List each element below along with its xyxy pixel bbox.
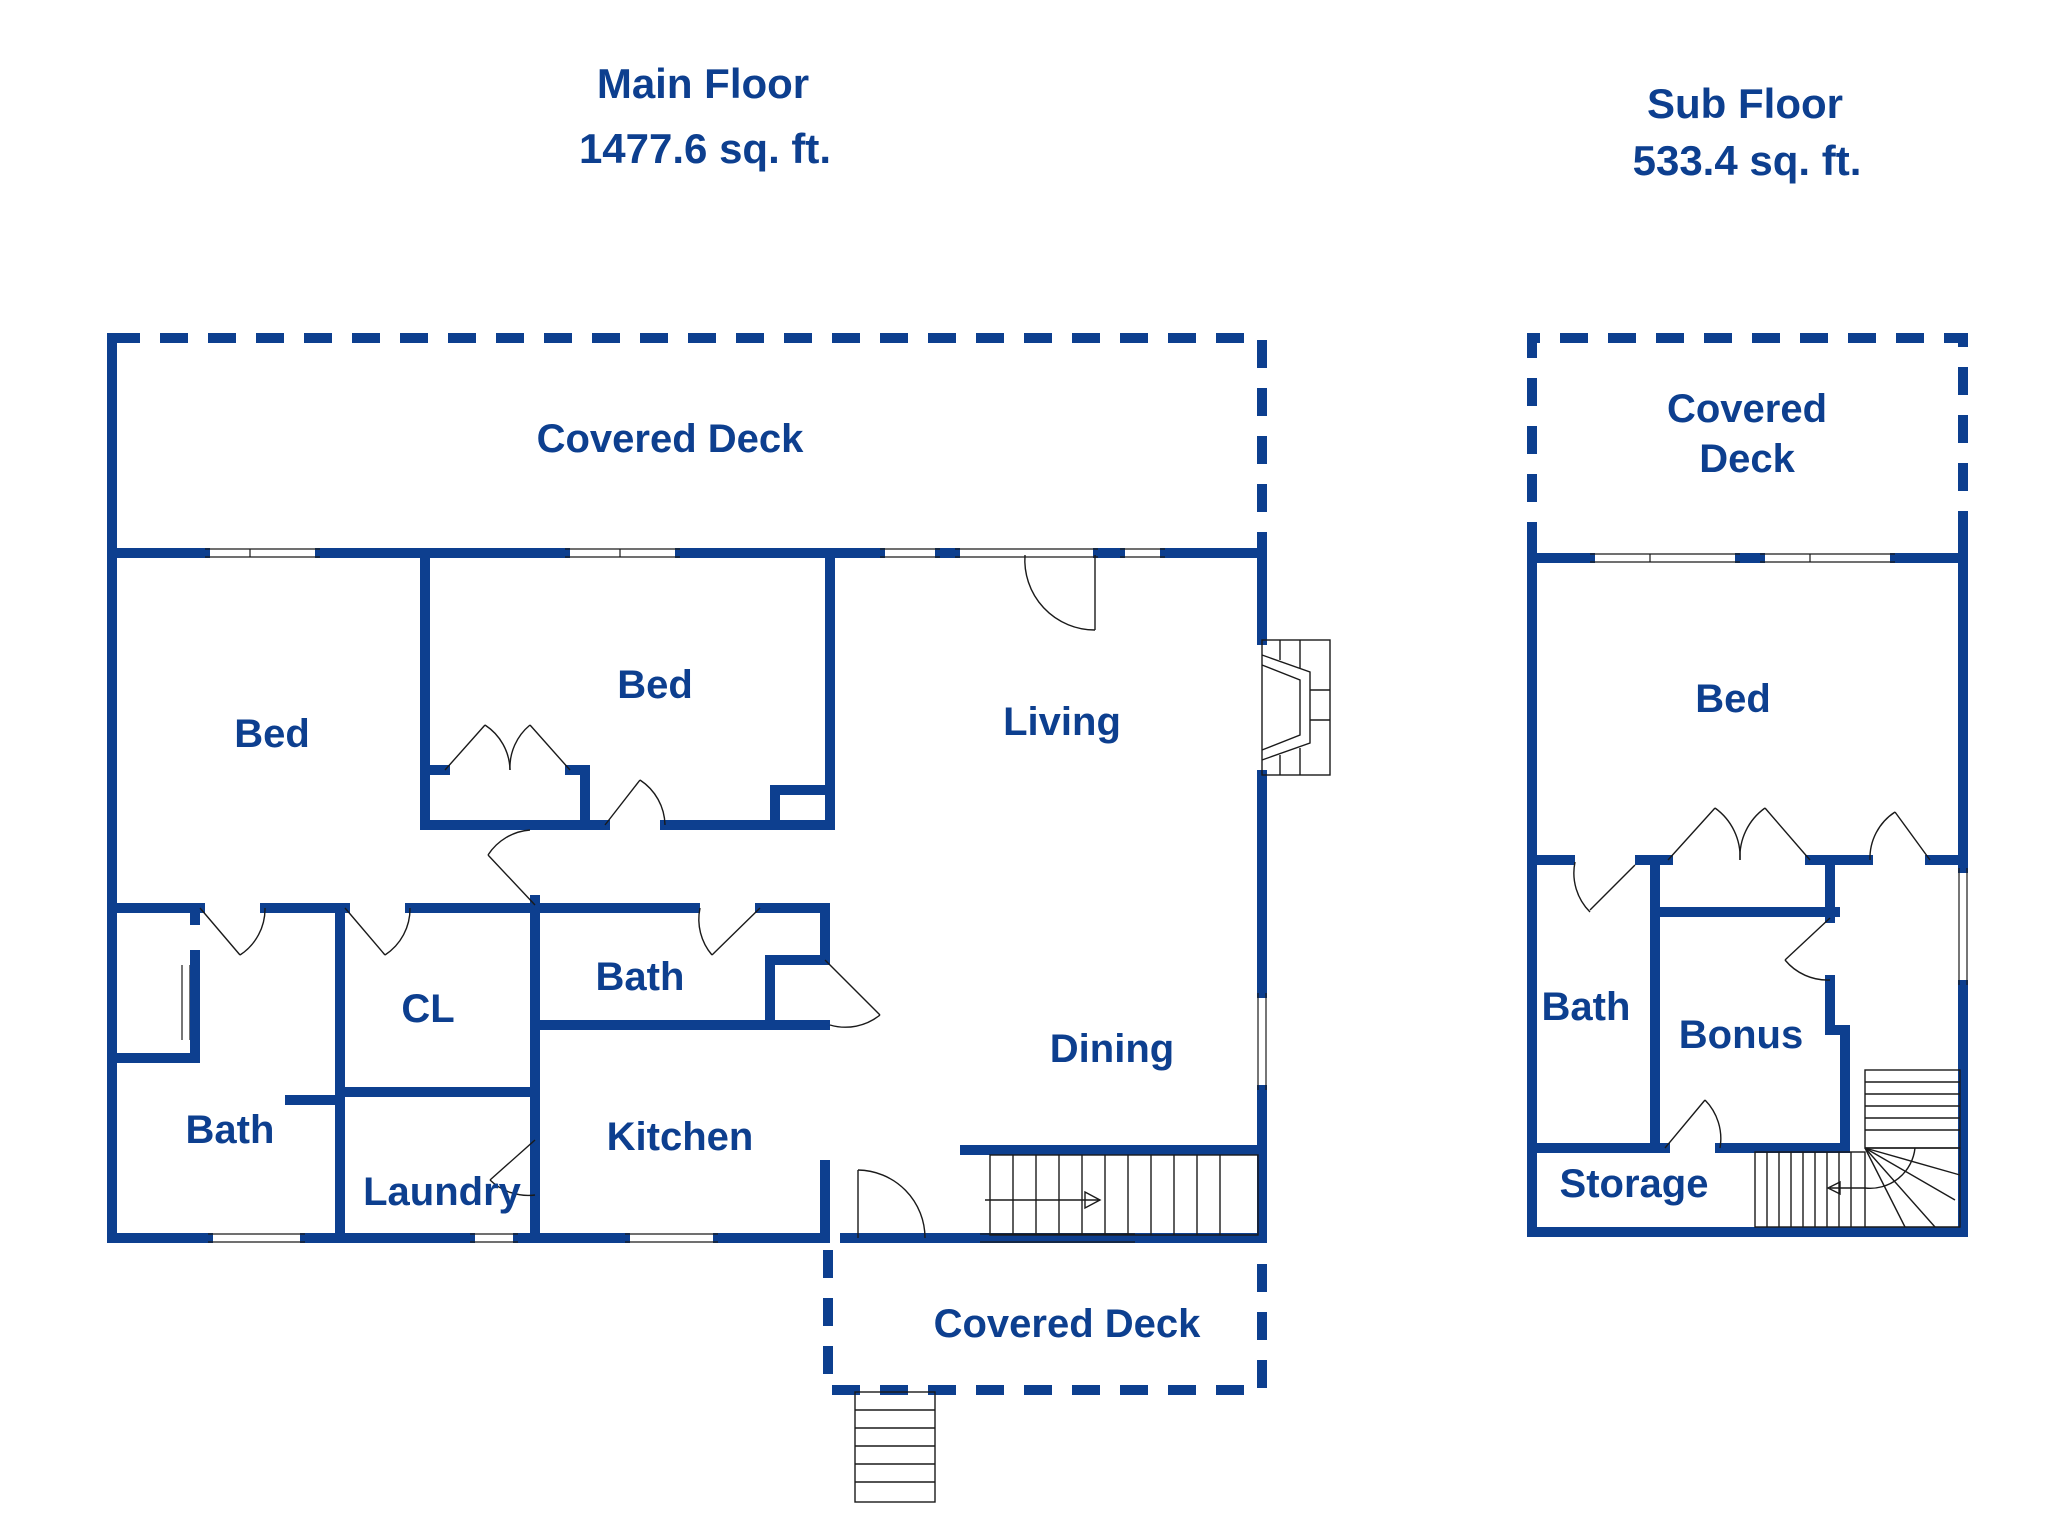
sub-label-storage: Storage	[1560, 1162, 1709, 1206]
room-label-bed-center: Bed	[617, 663, 693, 707]
entry-steps	[854, 1391, 936, 1503]
sub-interior-walls	[1527, 855, 1968, 1153]
main-exterior-walls	[107, 333, 1267, 1243]
sub-windows	[1590, 553, 1968, 985]
sub-deck-outline	[1527, 333, 1968, 550]
room-label-covered-deck-bottom: Covered Deck	[934, 1302, 1202, 1346]
sub-label-covered: Covered	[1667, 387, 1827, 431]
sub-label-bonus: Bonus	[1679, 1013, 1803, 1057]
sub-doors	[1573, 807, 1931, 1149]
room-label-living: Living	[1003, 700, 1121, 744]
sub-exterior-walls	[1527, 535, 1968, 1237]
room-label-bath-center: Bath	[596, 955, 685, 999]
main-windows	[181, 548, 1267, 1243]
main-deck-bottom-outline	[823, 1250, 1267, 1395]
sub-floor-title: Sub Floor	[1647, 80, 1843, 127]
room-label-bed-left: Bed	[234, 712, 310, 756]
room-label-laundry: Laundry	[363, 1170, 522, 1214]
room-label-covered-deck-top: Covered Deck	[537, 417, 805, 461]
sub-floor-area: 533.4 sq. ft.	[1633, 137, 1862, 184]
room-label-closet: CL	[401, 987, 454, 1031]
sub-floor-plan: Covered Deck Bed Bath Bonus Storage	[1527, 333, 1968, 1237]
room-label-kitchen: Kitchen	[607, 1115, 754, 1159]
fireplace	[1261, 639, 1331, 776]
main-floor-area: 1477.6 sq. ft.	[579, 125, 831, 172]
sub-label-deck: Deck	[1699, 437, 1795, 481]
main-floor-plan: Covered Deck Bed Bed Living Bath CL Dini…	[107, 333, 1331, 1503]
main-stairs	[985, 1154, 1259, 1236]
sub-label-bed: Bed	[1695, 677, 1771, 721]
main-floor-title: Main Floor	[597, 60, 809, 107]
main-doors	[199, 554, 1096, 1239]
sub-stairs	[1754, 1069, 1961, 1228]
room-label-bath-left: Bath	[186, 1108, 275, 1152]
sub-label-bath: Bath	[1542, 985, 1631, 1029]
room-label-dining: Dining	[1050, 1027, 1174, 1071]
main-interior-walls	[107, 548, 1267, 1243]
